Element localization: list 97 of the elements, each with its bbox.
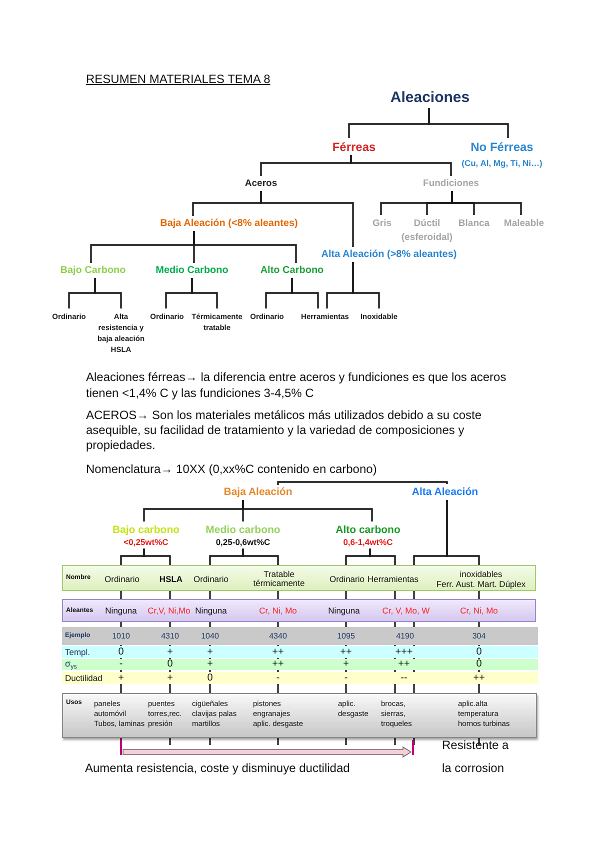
category-label: Alta Aleación (>8% aleantes) (321, 249, 457, 261)
category-label: Aceros (244, 178, 278, 190)
tree-connector (94, 278, 122, 308)
rating-symbol: 0 (476, 658, 482, 670)
tree-connector (191, 278, 218, 308)
category-label: Alta Aleación (412, 486, 478, 499)
table-row (62, 627, 538, 645)
tree-connector (446, 500, 480, 565)
category-label: Aleaciones (390, 89, 470, 107)
tree-connector (143, 548, 171, 565)
tree-connector (291, 278, 319, 308)
steel-type-label: Ordinario (330, 574, 364, 584)
rating-symbol: + (118, 672, 124, 683)
alloying-elements-text: Cr, Ni, Mo (460, 606, 498, 616)
rating-symbol: ++ (398, 658, 410, 670)
alloying-elements-text: Ninguna (328, 606, 360, 616)
table-row (62, 672, 538, 684)
example-code: 304 (472, 632, 486, 640)
category-label: No Férreas (470, 140, 534, 154)
page-title: RESUMEN MATERIALES TEMA 8 (86, 72, 270, 86)
alloying-elements-text: Cr,V, Ni,Mo (148, 606, 190, 616)
category-label: Alto Carbono (260, 265, 324, 277)
row-header: σ$_{ys}$ (65, 658, 77, 670)
paragraph-text: Aleaciones férreas→ la diferencia entre aceros y fundiciones es que los aceros tienen <1,4% C y las fundiciones 3-4,5% C (86, 369, 508, 401)
rating-symbol: + (167, 646, 173, 658)
table-row (62, 565, 536, 591)
category-label: Fundiciones (423, 178, 479, 190)
example-code: 4190 (396, 632, 414, 640)
steel-type-label: Herramientas (367, 574, 419, 584)
example-code: 1040 (201, 632, 219, 640)
rating-symbol: -- (400, 672, 408, 683)
steel-type-label: Tratable térmicamente (248, 570, 310, 588)
tree-connector (428, 108, 509, 138)
side-note: Resistente a la corrosion (442, 736, 510, 776)
row-header: Ductilidad (65, 672, 102, 683)
rating-symbol: - (119, 658, 123, 670)
carbon-range-label: 0,25-0,6wt%C (216, 536, 270, 548)
category-label: Blanca (458, 217, 490, 231)
rating-symbol: 0 (118, 646, 124, 658)
row-header: Templ. (65, 646, 90, 657)
example-code: 1095 (337, 632, 355, 640)
tree-connector (451, 191, 522, 215)
tree-connector (350, 155, 452, 176)
paragraph-text: ACEROS→ Son los materiales metálicos más utilizados debido a su coste asequible, su facilidad de tratamiento y la variedad de composiciones y propiedades. (86, 408, 483, 453)
rating-symbol: + (343, 658, 349, 670)
category-label: Medio Carbono (156, 265, 228, 277)
rating-symbol: - (276, 672, 280, 683)
example-code: 4340 (269, 632, 287, 640)
rating-symbol: - (344, 672, 348, 683)
category-label: Bajo Carbono (60, 265, 126, 277)
element-list-label: (Cu, Al, Mg, Ti, Ni…) (462, 158, 542, 169)
rating-symbol: 0 (476, 646, 482, 658)
category-label: Dúctil (esferoidal) (398, 217, 456, 245)
alloying-elements-text: Cr, Ni, Mo (259, 606, 297, 616)
category-label: Alto carbono (336, 524, 400, 536)
steel-type-label: inoxidables (460, 569, 502, 579)
category-label: Maleable (504, 217, 544, 231)
paragraph-text: Nomenclatura→ 10XX (0,xx%C contenido en carbono) (86, 461, 378, 477)
arrow-caption: Aumenta resistencia, coste y disminuye ductilidad (85, 761, 350, 775)
category-label: Gris (372, 217, 392, 231)
tree-connector (242, 548, 279, 565)
rating-symbol: ++ (473, 672, 485, 683)
category-label: Bajo carbono (112, 524, 180, 536)
tree-connector (352, 262, 380, 308)
table-row (62, 646, 538, 658)
steel-type-label: Ordinario (194, 574, 228, 584)
category-label: Medio carbono (206, 524, 280, 536)
rating-symbol: +++ (395, 646, 413, 658)
carbon-range-label: <0,25wt%C (124, 536, 168, 548)
tree-connector (260, 191, 354, 247)
rating-symbol: 0 (207, 672, 213, 683)
category-label: Baja Aleación (<8% aleantes) (160, 218, 298, 230)
table-row (62, 658, 538, 670)
tree-connector (369, 548, 396, 565)
steel-type-label: HSLA (159, 574, 183, 584)
example-code: 4310 (161, 632, 179, 640)
table-row (62, 693, 537, 738)
rating-symbol: ++ (340, 646, 352, 658)
category-label: Férreas (332, 140, 376, 154)
category-label: Baja Aleación (224, 486, 292, 499)
alloying-elements-text: Cr, V, Mo, W (382, 606, 430, 616)
example-code: 1010 (112, 632, 130, 640)
tree-connector (242, 500, 373, 522)
carbon-range-label: 0,6-1,4wt%C (343, 536, 393, 548)
steel-type-label: Ordinario (104, 574, 140, 584)
rating-symbol: + (207, 646, 213, 658)
tree-connector (193, 231, 297, 263)
rating-symbol: ++ (272, 658, 284, 670)
alloying-elements-text: Ninguna (195, 606, 227, 616)
steel-subtype-label: Ferr. Aust. Mart. Dúplex (436, 579, 526, 589)
rating-symbol: + (207, 658, 213, 670)
tree-connector (277, 481, 448, 485)
rating-symbol: + (167, 672, 173, 683)
alloying-elements-text: Ninguna (105, 606, 137, 616)
rating-symbol: 0 (167, 658, 173, 670)
table-row (62, 599, 536, 622)
rating-symbol: ++ (272, 646, 284, 658)
